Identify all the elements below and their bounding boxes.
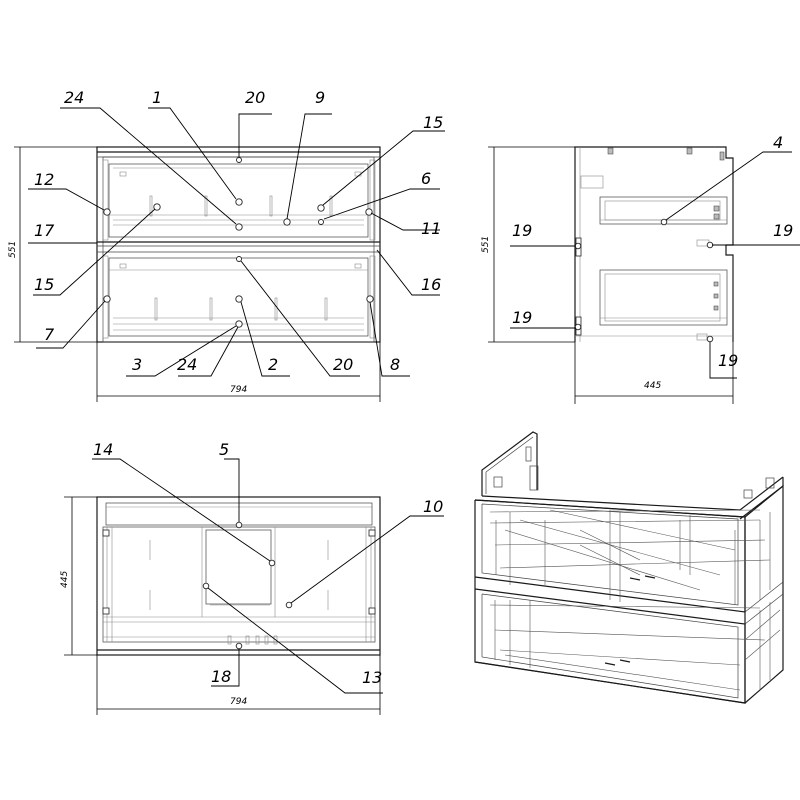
svg-text:3: 3 bbox=[132, 355, 142, 374]
svg-text:16: 16 bbox=[421, 275, 441, 294]
svg-text:19: 19 bbox=[773, 221, 793, 240]
svg-text:24: 24 bbox=[177, 355, 197, 374]
svg-text:14: 14 bbox=[93, 440, 113, 459]
callout-11: 11 bbox=[370, 212, 441, 238]
front-view: 794 551 24 1 20 9 15 6 bbox=[8, 88, 445, 402]
callout-3: 3 bbox=[126, 325, 237, 377]
callout-14: 14 bbox=[92, 440, 271, 562]
svg-text:18: 18 bbox=[211, 667, 231, 686]
callout-8: 8 bbox=[369, 301, 410, 377]
svg-text:12: 12 bbox=[34, 170, 54, 189]
top-center-box bbox=[205, 529, 272, 605]
callout-19-right-bottom: 19 bbox=[709, 342, 738, 379]
front-height-dimension: 551 bbox=[8, 241, 18, 258]
svg-text:13: 13 bbox=[362, 668, 382, 687]
svg-text:24: 24 bbox=[64, 88, 84, 107]
svg-text:7: 7 bbox=[44, 325, 55, 344]
callout-24-top: 24 bbox=[60, 88, 237, 225]
callout-7: 7 bbox=[36, 300, 106, 349]
callout-13: 13 bbox=[207, 587, 383, 694]
callout-9: 9 bbox=[286, 88, 332, 220]
callout-20-top: 20 bbox=[238, 88, 272, 157]
top-width-dimension: 794 bbox=[230, 697, 247, 707]
svg-text:20: 20 bbox=[245, 88, 265, 107]
side-depth-dimension: 445 bbox=[644, 381, 661, 391]
callout-18: 18 bbox=[211, 649, 240, 687]
callout-1: 1 bbox=[148, 88, 237, 200]
svg-text:5: 5 bbox=[219, 440, 229, 459]
callout-17: 17 bbox=[28, 221, 97, 244]
callout-6: 6 bbox=[323, 169, 440, 220]
callout-4: 4 bbox=[665, 133, 792, 221]
svg-text:4: 4 bbox=[773, 133, 783, 152]
callout-15-left: 15 bbox=[33, 208, 156, 296]
callout-16: 16 bbox=[376, 249, 441, 296]
front-upper-drawer bbox=[108, 163, 369, 238]
svg-text:19: 19 bbox=[718, 351, 738, 370]
callout-2: 2 bbox=[240, 301, 290, 377]
svg-text:19: 19 bbox=[512, 221, 532, 240]
svg-text:10: 10 bbox=[423, 497, 443, 516]
front-body-outline bbox=[96, 146, 381, 343]
side-lower-drawer bbox=[599, 269, 728, 326]
svg-text:15: 15 bbox=[34, 275, 54, 294]
callout-5: 5 bbox=[219, 440, 240, 522]
svg-text:19: 19 bbox=[512, 308, 532, 327]
svg-text:6: 6 bbox=[421, 169, 431, 188]
svg-text:17: 17 bbox=[34, 221, 55, 240]
callout-19-right-top: 19 bbox=[712, 221, 800, 246]
svg-text:9: 9 bbox=[315, 88, 325, 107]
svg-text:1: 1 bbox=[152, 88, 162, 107]
side-height-dimension: 551 bbox=[481, 236, 491, 253]
callout-12: 12 bbox=[28, 170, 105, 211]
svg-text:15: 15 bbox=[423, 113, 443, 132]
callout-10: 10 bbox=[290, 497, 444, 604]
side-view: 551 445 4 19 19 19 19 bbox=[481, 133, 800, 404]
svg-text:2: 2 bbox=[268, 355, 278, 374]
top-view: 445 794 14 5 10 13 18 bbox=[60, 440, 444, 715]
top-body-outline bbox=[96, 496, 381, 656]
callout-19-left-bottom: 19 bbox=[510, 308, 576, 329]
svg-text:20: 20 bbox=[333, 355, 353, 374]
front-width-dimension: 794 bbox=[230, 385, 247, 395]
svg-text:11: 11 bbox=[421, 219, 441, 238]
svg-text:8: 8 bbox=[390, 355, 400, 374]
callout-15-top: 15 bbox=[322, 113, 445, 206]
top-depth-dimension: 445 bbox=[60, 571, 70, 588]
callout-20-bottom: 20 bbox=[240, 260, 360, 377]
callout-19-left-top: 19 bbox=[510, 221, 576, 247]
isometric-view bbox=[474, 431, 784, 704]
callout-24-bottom: 24 bbox=[177, 326, 239, 377]
